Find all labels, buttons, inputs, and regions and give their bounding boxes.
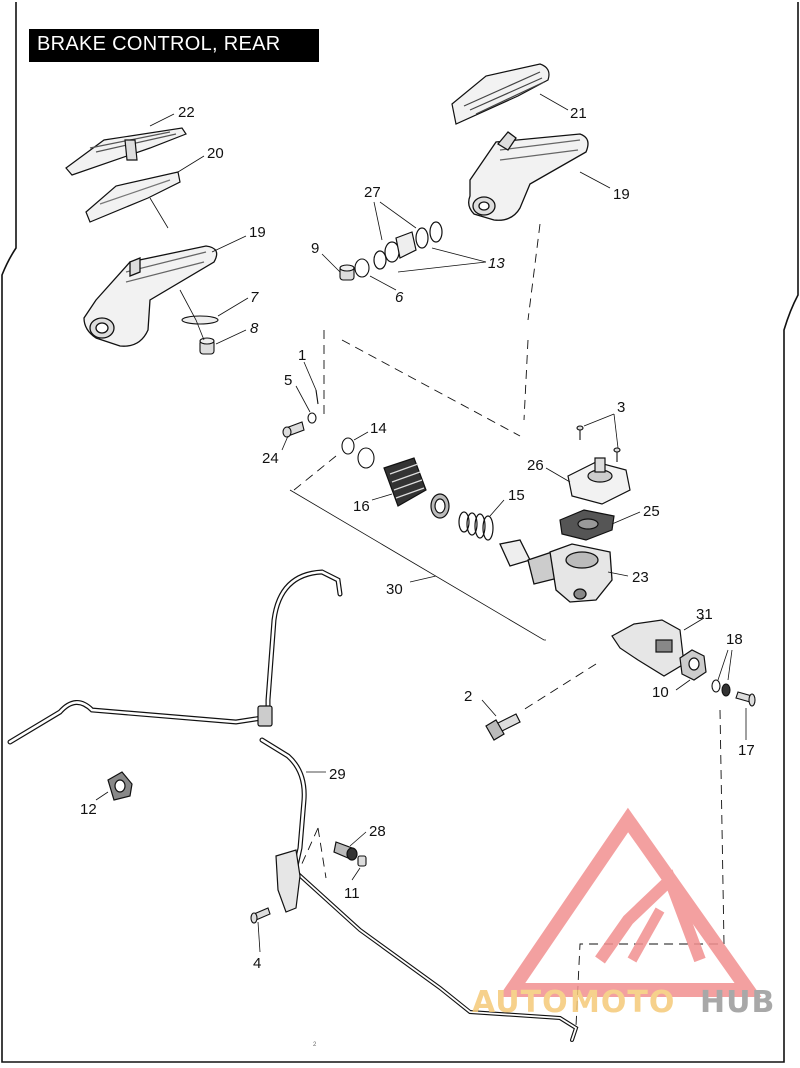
callout-10: 10 xyxy=(652,684,669,701)
callout-31: 31 xyxy=(696,606,713,623)
master-cylinder-23 xyxy=(499,539,613,603)
brake-line-29 xyxy=(259,737,307,869)
footpeg-pad-22 xyxy=(65,127,187,176)
brake-line-lower-inner xyxy=(295,871,578,1041)
callout-7: 7 xyxy=(250,289,259,306)
brake-line-upper-inner xyxy=(8,570,342,744)
callout-1: 1 xyxy=(298,347,306,364)
callout-18: 18 xyxy=(726,631,743,648)
callout-3: 3 xyxy=(617,399,625,416)
watermark-text-moto: MOTO xyxy=(570,985,675,1020)
watermark-triangle-icon xyxy=(498,807,762,997)
callout-30: 30 xyxy=(386,581,403,598)
title-box: BRAKE CONTROL, REAR xyxy=(29,29,319,62)
bolt-17 xyxy=(735,691,756,707)
callout-labels: 22 20 19 7 8 21 19 27 9 13 6 1 5 3 14 24… xyxy=(80,104,755,972)
dashed-lines xyxy=(293,223,725,1027)
diaphragm-25 xyxy=(559,509,615,541)
brake-line-29-inner xyxy=(260,738,306,868)
callout-21: 21 xyxy=(570,105,587,122)
callout-20: 20 xyxy=(207,145,224,162)
o-rings-27 xyxy=(373,221,443,270)
callout-2: 2 xyxy=(464,688,472,705)
washer-14 xyxy=(341,437,375,469)
pin-1 xyxy=(315,389,319,405)
mount-bracket-4 xyxy=(275,849,301,913)
boot-16 xyxy=(383,457,427,507)
junction-block xyxy=(257,705,273,727)
nut-10 xyxy=(679,649,707,681)
bolt-4 xyxy=(250,907,271,924)
footpeg-rubber-20 xyxy=(85,171,181,223)
diagram-title: BRAKE CONTROL, REAR xyxy=(37,33,281,55)
callout-26: 26 xyxy=(527,457,544,474)
brake-pedal-19-right xyxy=(468,131,589,221)
switch-28 xyxy=(333,841,358,861)
callout-19-right: 19 xyxy=(613,186,630,203)
ring-16b xyxy=(430,493,450,519)
fitting-11 xyxy=(357,855,367,867)
callout-23: 23 xyxy=(632,569,649,586)
washer-5 xyxy=(307,412,317,424)
callout-22: 22 xyxy=(178,104,195,121)
callout-16: 16 xyxy=(353,498,370,515)
callout-13: 13 xyxy=(488,255,505,272)
bolt-24 xyxy=(282,421,305,438)
spring-15 xyxy=(458,511,494,541)
watermark-text-auto: AUTO xyxy=(472,985,569,1020)
callout-12: 12 xyxy=(80,801,97,818)
watermark-logo: AUTO MOTO HUB xyxy=(472,807,775,1020)
watermark-text-hub: HUB xyxy=(700,985,775,1020)
washers-18 xyxy=(711,679,731,697)
leader-lines xyxy=(95,93,747,953)
pedal-pad-21 xyxy=(451,63,550,125)
bolt-2 xyxy=(485,713,521,741)
callout-5: 5 xyxy=(284,372,292,389)
spacer-8 xyxy=(199,337,215,355)
callout-6: 6 xyxy=(395,289,404,306)
bushing-9 xyxy=(339,264,355,281)
callout-8: 8 xyxy=(250,320,259,337)
callout-25: 25 xyxy=(643,503,660,520)
bracket-31 xyxy=(611,619,685,677)
callout-27: 27 xyxy=(364,184,381,201)
callout-14: 14 xyxy=(370,420,387,437)
callout-4: 4 xyxy=(253,955,261,972)
callout-15: 15 xyxy=(508,487,525,504)
callout-19-left: 19 xyxy=(249,224,266,241)
center-line-left xyxy=(149,197,205,341)
callout-24: 24 xyxy=(262,450,279,467)
washer-7 xyxy=(181,315,219,325)
callout-29: 29 xyxy=(329,766,346,783)
reservoir-cap-26 xyxy=(567,457,631,505)
callout-9: 9 xyxy=(311,240,319,257)
screws-3 xyxy=(576,425,621,462)
footpeg-bracket-19-left xyxy=(83,245,218,347)
clip-12 xyxy=(107,771,133,801)
callout-17: 17 xyxy=(738,742,755,759)
page-mark: 2 xyxy=(313,1042,317,1048)
callout-11: 11 xyxy=(344,885,360,902)
washer-6 xyxy=(354,258,370,278)
callout-28: 28 xyxy=(369,823,386,840)
